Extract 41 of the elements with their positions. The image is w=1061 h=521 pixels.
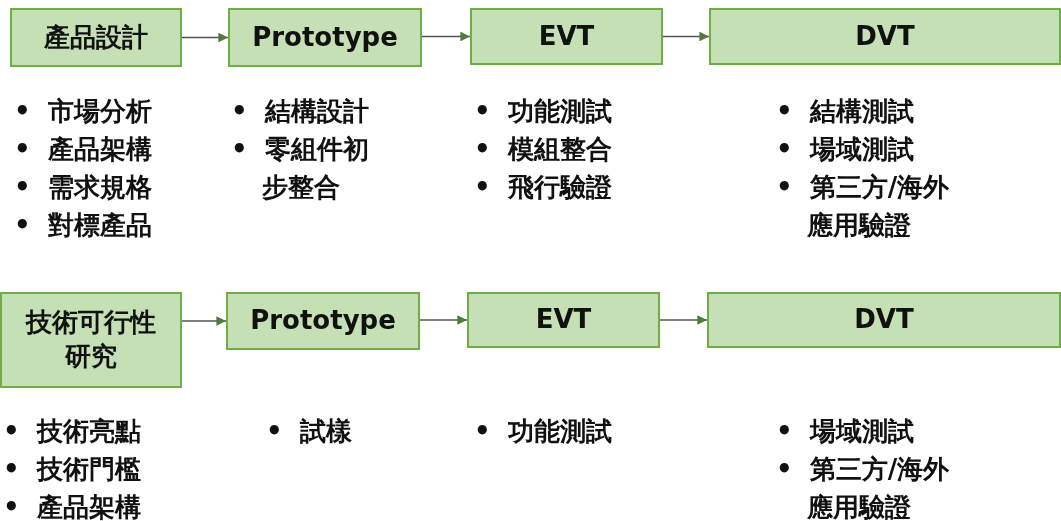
box-title: 技術可行性研究 bbox=[24, 306, 157, 373]
bullet-item: • 第三方/海外應用驗證 bbox=[776, 171, 951, 242]
box-title: DVT bbox=[854, 303, 914, 337]
process-box bbox=[226, 292, 420, 350]
bullet-item: • 結構測試 bbox=[776, 95, 915, 128]
process-box bbox=[709, 8, 1061, 65]
bullet-item: • 試樣 bbox=[266, 415, 353, 448]
box-title: EVT bbox=[535, 303, 592, 337]
arrow bbox=[181, 32, 229, 43]
bullet-item: • 零組件初步整合 bbox=[231, 133, 370, 204]
arrow bbox=[181, 316, 227, 326]
box-title: EVT bbox=[538, 19, 595, 53]
arrow bbox=[421, 31, 471, 42]
bullet-item: • 需求規格 bbox=[14, 171, 153, 204]
process-box bbox=[707, 292, 1061, 348]
box-title: DVT bbox=[855, 19, 915, 53]
box-title: Prototype bbox=[250, 304, 396, 338]
bullet-item: • 技術門檻 bbox=[3, 453, 142, 486]
bullet-item: • 功能測試 bbox=[474, 415, 613, 448]
bullet-item: • 市場分析 bbox=[14, 95, 153, 128]
process-box bbox=[0, 292, 182, 388]
bullet-item: • 結構設計 bbox=[231, 95, 370, 128]
bullet-item: • 產品架構 bbox=[14, 133, 153, 166]
arrow bbox=[662, 31, 710, 42]
bullet-item: • 飛行驗證 bbox=[474, 171, 613, 204]
process-box bbox=[467, 292, 660, 348]
bullet-item: • 模組整合 bbox=[474, 133, 613, 166]
bullet-item: • 對標產品 bbox=[14, 209, 153, 242]
bullet-item: • 功能測試 bbox=[474, 95, 613, 128]
bullet-item: • 產品架構 bbox=[3, 491, 142, 521]
process-box bbox=[228, 8, 422, 67]
box-title: 產品設計 bbox=[44, 20, 148, 54]
process-box bbox=[470, 8, 663, 65]
arrow bbox=[659, 315, 708, 325]
box-title: Prototype bbox=[252, 20, 398, 54]
process-box bbox=[10, 8, 182, 67]
bullet-item: • 第三方/海外應用驗證 bbox=[776, 453, 951, 521]
bullet-item: • 場域測試 bbox=[776, 133, 915, 166]
arrow bbox=[419, 315, 468, 325]
bullet-item: • 技術亮點 bbox=[3, 415, 142, 448]
bullet-item: • 場域測試 bbox=[776, 415, 915, 448]
